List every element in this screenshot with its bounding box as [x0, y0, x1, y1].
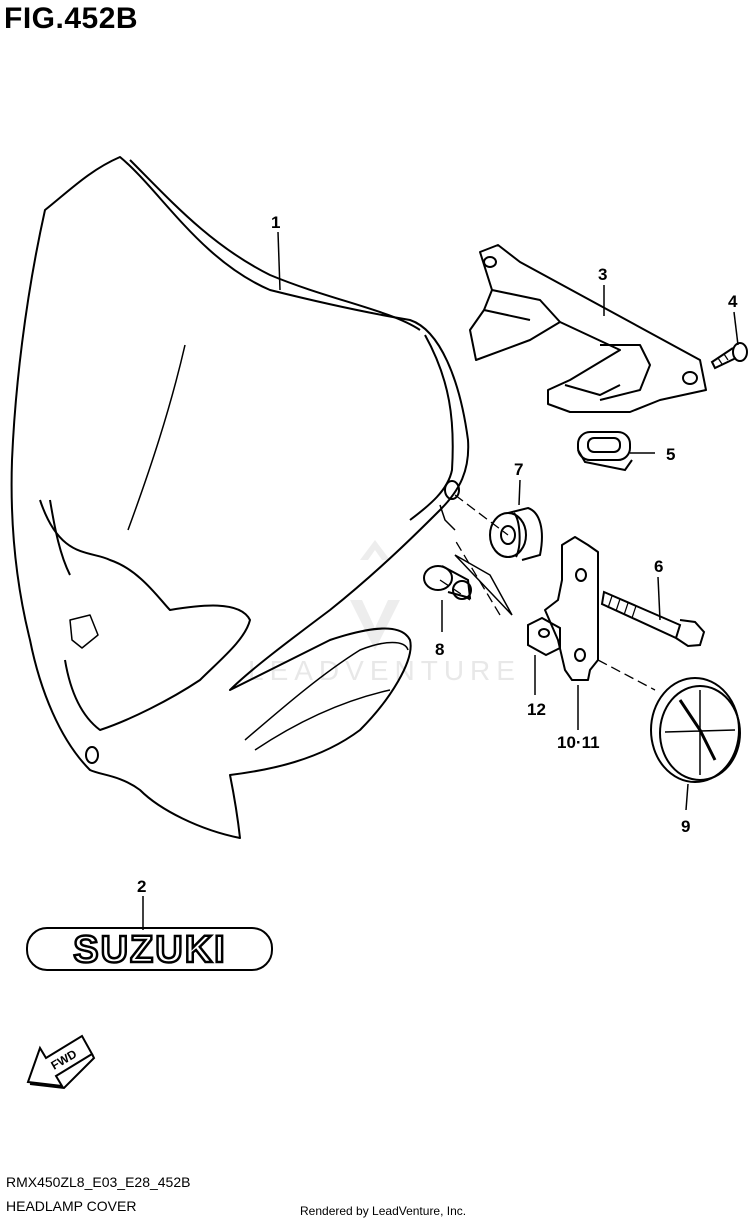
figure-title: FIG.452B: [4, 2, 139, 35]
bracket-part: [469, 244, 707, 413]
figure-name: HEADLAMP COVER: [6, 1198, 137, 1214]
callout-1: 1: [271, 213, 280, 232]
callout-10-11: 10·11: [557, 733, 600, 752]
plate-part: [544, 536, 599, 681]
callout-4: 4: [728, 292, 738, 311]
nut-part: [527, 616, 561, 657]
emblem-text: SUZUKI: [73, 929, 226, 971]
leader-lines: [142, 231, 739, 930]
suzuki-emblem-part: SUZUKI: [26, 927, 273, 972]
grommet-part: [577, 431, 633, 472]
collar-part: [423, 565, 472, 600]
callout-9: 9: [681, 817, 690, 836]
screw-part: [710, 342, 748, 370]
headlamp-cover-part: [10, 156, 470, 839]
render-credit: Rendered by LeadVenture, Inc.: [300, 1204, 467, 1218]
callout-6: 6: [654, 557, 663, 576]
assembly-lines: [439, 494, 656, 691]
callout-8: 8: [435, 640, 444, 659]
watermark: LEADVENTURE: [248, 540, 521, 686]
model-code: RMX450ZL8_E03_E28_452B: [6, 1174, 191, 1190]
bolt-part: [600, 590, 706, 648]
callout-5: 5: [666, 445, 675, 464]
callout-12: 12: [527, 700, 546, 719]
callout-7: 7: [514, 460, 523, 479]
callout-3: 3: [598, 265, 607, 284]
assembly-triangle: [454, 554, 513, 616]
rubber-damper-part: [489, 506, 543, 561]
fwd-arrow-icon: FWD: [26, 1034, 96, 1090]
callout-2: 2: [137, 877, 146, 896]
watermark-text: LEADVENTURE: [248, 655, 521, 686]
cap-part: [650, 677, 741, 783]
